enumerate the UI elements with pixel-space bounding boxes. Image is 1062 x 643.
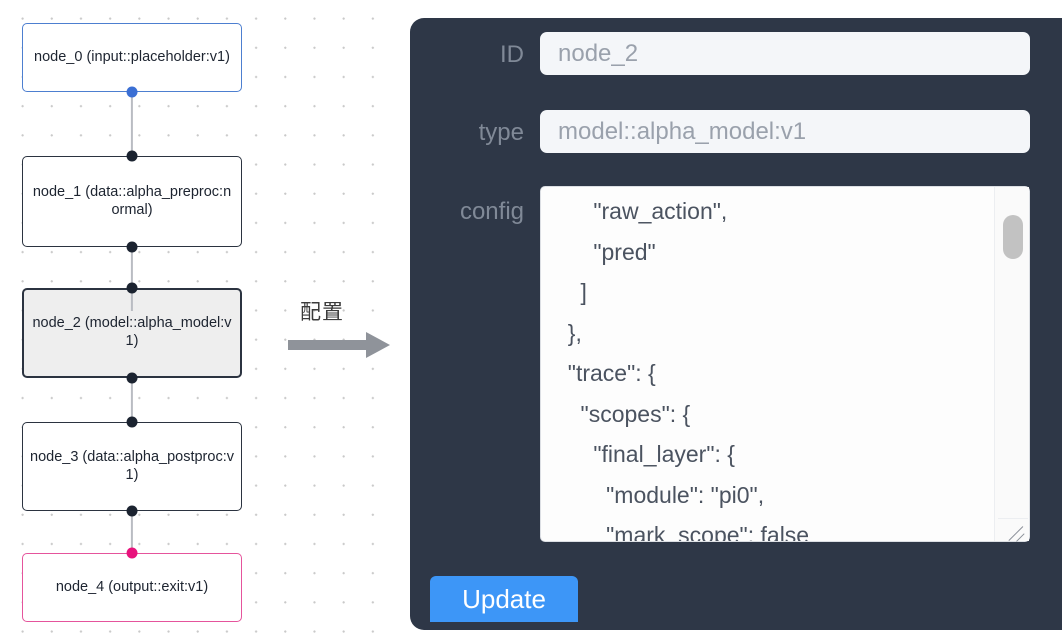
node-graph-canvas[interactable]: node_0 (input::placeholder:v1) node_1 (d… <box>0 0 400 643</box>
config-textarea[interactable]: "raw_action", "pred" ] }, "trace": { "sc… <box>540 186 1030 542</box>
node-inspector-panel: ID type config "raw_action", "pred" ] },… <box>410 18 1062 630</box>
graph-node-node_4[interactable]: node_4 (output::exit:v1) <box>22 553 242 622</box>
port-node_4-input[interactable] <box>126 547 138 559</box>
port-node_0-output[interactable] <box>126 86 138 98</box>
graph-node-label: node_4 (output::exit:v1) <box>55 578 209 595</box>
right-arrow-icon <box>288 330 392 365</box>
edge-node3-node4 <box>130 511 134 553</box>
id-field-row: ID <box>410 32 1030 75</box>
graph-node-label: node_3 (data::alpha_postproc:v1) <box>30 448 234 483</box>
transition-label: 配置 <box>300 301 344 324</box>
port-node_3-output[interactable] <box>126 505 138 517</box>
port-node_2-output[interactable] <box>126 372 138 384</box>
update-button[interactable]: Update <box>430 576 578 622</box>
type-field-row: type <box>410 110 1030 153</box>
port-node_2-input[interactable] <box>126 282 138 294</box>
edge-node0-node1 <box>130 92 134 156</box>
type-input[interactable] <box>540 110 1030 153</box>
graph-node-node_0[interactable]: node_0 (input::placeholder:v1) <box>22 23 242 92</box>
config-resize-handle[interactable] <box>998 518 1028 540</box>
graph-node-label: node_1 (data::alpha_preproc:normal) <box>32 183 232 218</box>
type-field-label: type <box>478 119 524 146</box>
edge-node1-node2 <box>130 247 134 311</box>
edge-node2-node3 <box>130 378 134 422</box>
port-node_1-input[interactable] <box>126 150 138 162</box>
graph-node-node_1[interactable]: node_1 (data::alpha_preproc:normal) <box>22 156 242 247</box>
port-node_1-output[interactable] <box>126 241 138 253</box>
config-editor: "raw_action", "pred" ] }, "trace": { "sc… <box>540 186 1030 542</box>
id-input[interactable] <box>540 32 1030 75</box>
config-scrollbar-thumb[interactable] <box>1003 215 1023 259</box>
config-scrollbar[interactable] <box>994 187 1029 541</box>
graph-node-node_3[interactable]: node_3 (data::alpha_postproc:v1) <box>22 422 242 511</box>
id-field-label: ID <box>500 41 524 68</box>
port-node_3-input[interactable] <box>126 416 138 428</box>
config-field-row: config "raw_action", "pred" ] }, "trace"… <box>410 186 1030 542</box>
transition-annotation: 配置 <box>288 296 398 366</box>
graph-node-label: node_0 (input::placeholder:v1) <box>34 48 230 65</box>
config-field-label: config <box>459 198 524 225</box>
graph-node-label: node_2 (model::alpha_model:v1) <box>32 315 232 349</box>
